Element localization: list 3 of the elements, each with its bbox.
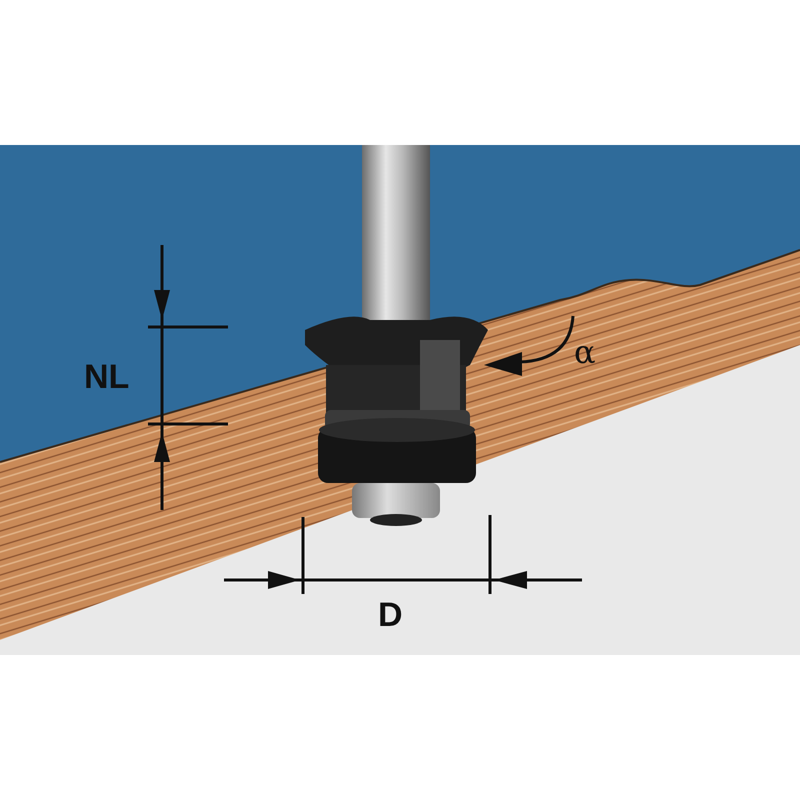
dimension-label: D — [378, 598, 403, 632]
angle-label: α — [574, 336, 596, 368]
dimension-label: NL — [84, 360, 130, 394]
